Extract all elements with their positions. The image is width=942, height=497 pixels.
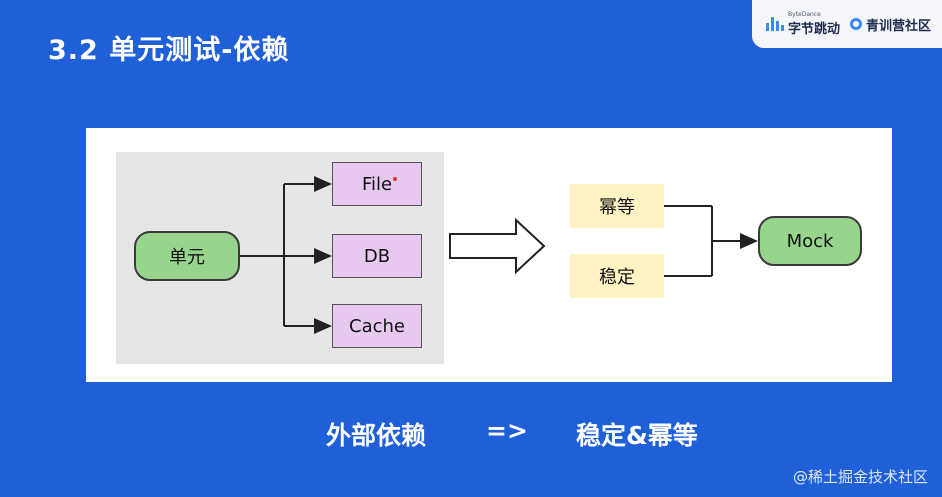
bytedance-small-text: ByteDance xyxy=(788,11,821,18)
corner-watermark: @稀土掘金技术社区 xyxy=(792,468,928,486)
mock-node: Mock xyxy=(758,216,862,266)
diagram-connectors xyxy=(240,176,758,334)
red-dot-marker xyxy=(393,177,397,181)
qingxun-text: 青训营社区 xyxy=(866,18,932,34)
source-node: 单元 xyxy=(134,231,240,281)
slide-title: 3.2 单元测试-依赖 xyxy=(48,35,290,66)
bytedance-text: 字节跳动 xyxy=(788,22,841,37)
qingxun-logo: 青训营社区 xyxy=(850,15,931,34)
bytedance-logo: ByteDance 字节跳动 xyxy=(766,11,840,37)
property-node-idempotent: 幂等 xyxy=(570,184,664,228)
bytedance-bars-icon xyxy=(766,17,784,31)
diagram-panel: 单元 File DB Cache 幂等 稳定 Mock xyxy=(86,128,892,382)
logo-panel: ByteDance 字节跳动 青训营社区 xyxy=(752,0,942,48)
bottom-right-text: 稳定&幂等 xyxy=(576,421,698,450)
bottom-arrow-text: => xyxy=(486,416,528,445)
big-right-arrow-icon xyxy=(449,217,546,275)
qingxun-ring-icon xyxy=(850,18,863,30)
dependency-node-file: File xyxy=(332,162,422,206)
dependency-node-cache: Cache xyxy=(332,304,422,348)
property-node-stable: 稳定 xyxy=(570,254,664,298)
bottom-left-text: 外部依赖 xyxy=(326,421,427,450)
dependency-node-db: DB xyxy=(332,234,422,278)
